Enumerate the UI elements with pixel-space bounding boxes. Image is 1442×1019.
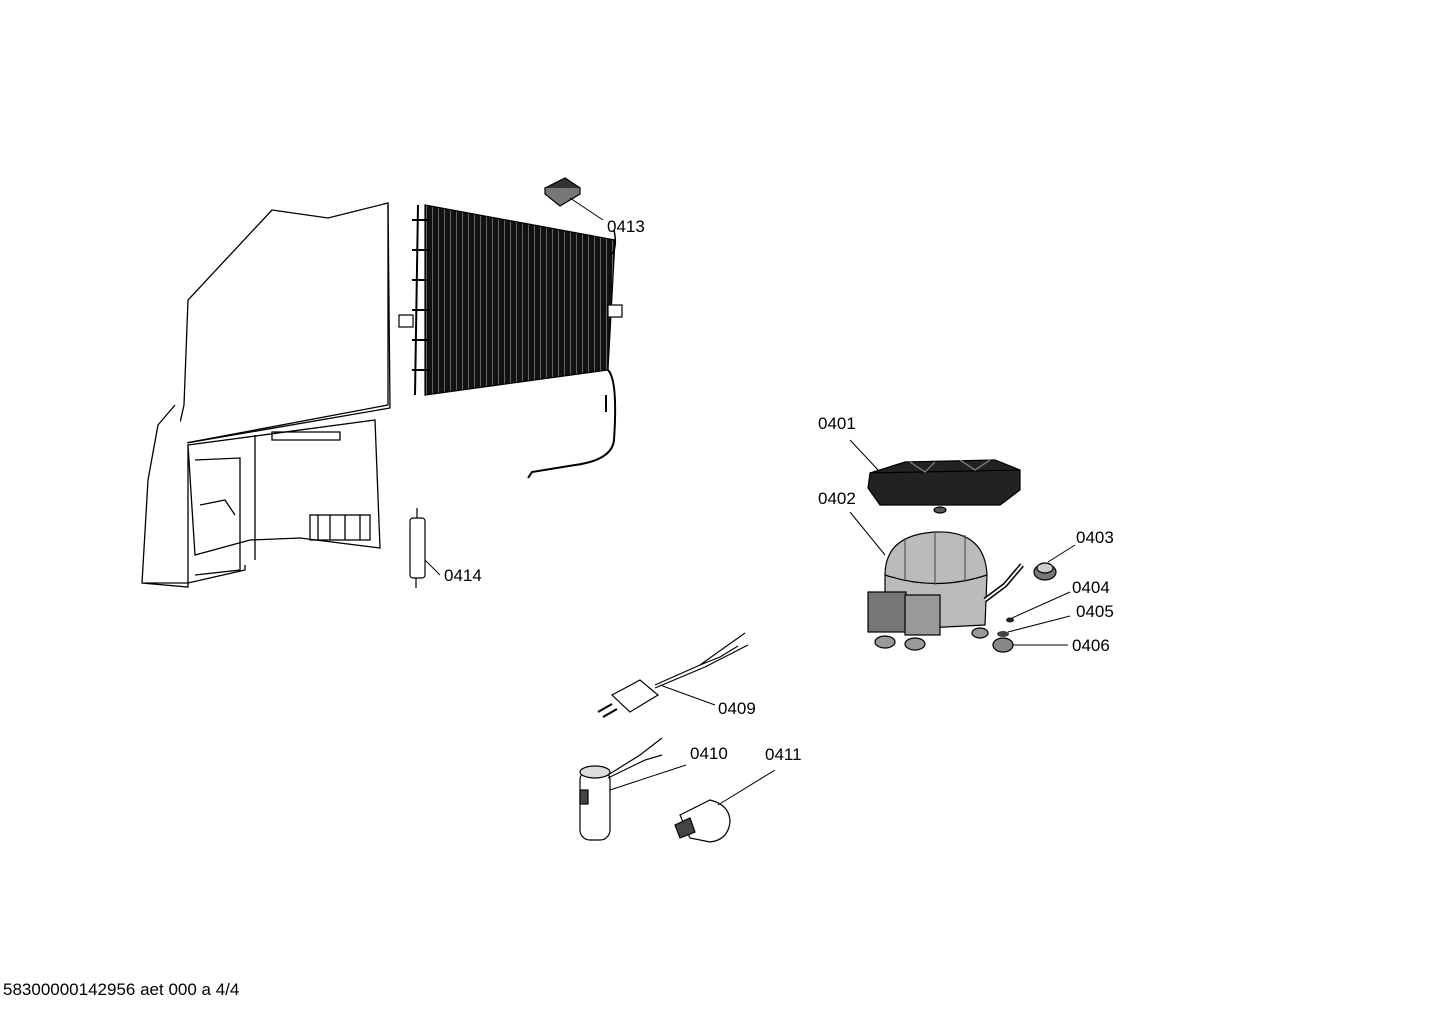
capacitor-icon xyxy=(579,737,663,841)
clamp-icon xyxy=(543,177,582,207)
dryer-filter-icon xyxy=(409,508,426,588)
compressor-tray-icon xyxy=(867,459,1021,506)
protector-icon xyxy=(674,799,731,843)
part-label-0410: 0410 xyxy=(690,744,728,763)
part-label-0403: 0403 xyxy=(1076,528,1114,547)
part-label-0406: 0406 xyxy=(1072,636,1110,655)
part-label-0405: 0405 xyxy=(1076,602,1114,621)
part-label-0404: 0404 xyxy=(1072,578,1110,597)
document-footer-id: 58300000142956 aet 000 a 4/4 xyxy=(3,980,240,999)
foot-icon xyxy=(992,637,1014,653)
refrigerator-cabinet-icon xyxy=(141,202,391,588)
part-label-0409: 0409 xyxy=(718,699,756,718)
grommet-icon xyxy=(1033,562,1057,581)
part-label-0414: 0414 xyxy=(444,566,482,585)
part-label-0402: 0402 xyxy=(818,489,856,508)
relay-cable-icon xyxy=(597,632,749,718)
condenser-coil-icon xyxy=(398,204,623,479)
washer-icon xyxy=(1006,617,1014,623)
part-label-0401: 0401 xyxy=(818,414,856,433)
part-label-0411: 0411 xyxy=(765,745,802,764)
part-label-0413: 0413 xyxy=(607,217,645,236)
clip-icon xyxy=(997,631,1009,637)
compressor-icon xyxy=(867,506,1024,651)
